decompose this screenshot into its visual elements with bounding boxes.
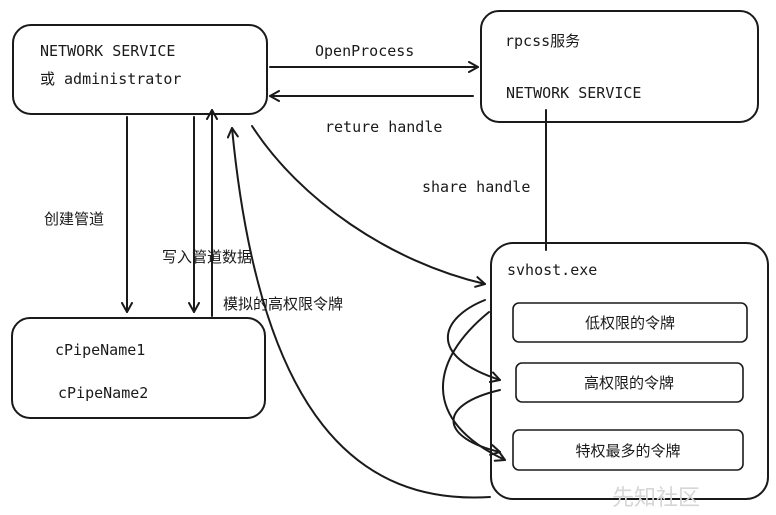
rpcss-label-line1: rpcss服务 [505,32,580,50]
open-process-label: OpenProcess [315,42,414,60]
client-label-line1: NETWORK SERVICE [40,42,175,60]
token-box-low [512,302,748,343]
token-box-privileged [512,429,744,471]
share-handle-label: share handle [422,178,530,196]
create-pipe-label: 创建管道 [44,210,104,228]
loop-arrow-1 [447,299,501,383]
client-to-svhost-arrow [251,125,486,288]
token-high-label: 高权限的令牌 [584,374,674,392]
token-box-high [515,362,744,403]
loop-arrow-3 [442,311,506,462]
pipe-name-1: cPipeName1 [55,341,145,359]
return-handle-label: reture handle [325,118,442,136]
svhost-to-client-arrow [226,127,491,499]
rpcss-box [480,10,759,123]
write-pipe-label: 写入管道数据 [162,248,252,266]
pipe-name-2: cPipeName2 [58,384,148,402]
impersonate-token-label: 模拟的高权限令牌 [223,295,343,313]
rpcss-label-line2: NETWORK SERVICE [506,84,641,102]
client-label-line2: 或 administrator [40,70,181,88]
pipes-box [11,317,266,419]
token-privileged-label: 特权最多的令牌 [575,442,680,460]
client-box [12,24,268,115]
watermark-text: 先知社区 [612,486,700,511]
svhost-title: svhost.exe [507,261,597,279]
token-low-label: 低权限的令牌 [585,314,675,332]
